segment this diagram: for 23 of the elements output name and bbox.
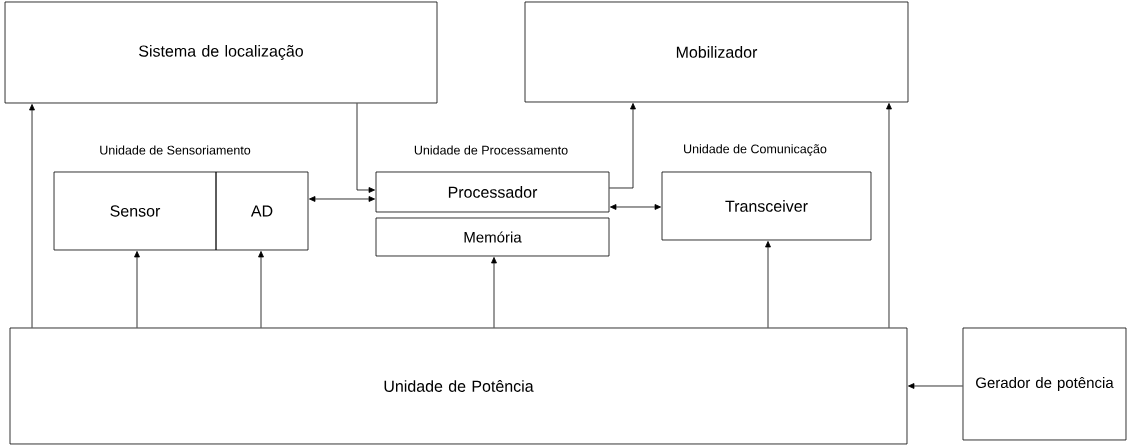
arrow — [765, 241, 771, 328]
arrow — [309, 196, 375, 202]
block-box: AD — [215, 171, 309, 251]
block-box: Unidade de Potência — [9, 327, 908, 445]
arrow — [886, 103, 892, 328]
block-box: Processador — [375, 171, 610, 213]
unit-heading: Unidade de Processamento — [414, 145, 568, 155]
block-box: Memória — [375, 217, 610, 257]
arrow — [258, 251, 264, 328]
unit-heading: Unidade de Comunicação — [684, 144, 827, 156]
block-box: Gerador de potência — [962, 327, 1127, 441]
arrow — [610, 204, 661, 210]
arrow — [29, 104, 35, 328]
arrow — [908, 383, 963, 389]
arrow — [356, 103, 375, 193]
unit-heading: Unidade de Sensoriamento — [100, 145, 251, 155]
arrow — [609, 103, 636, 189]
block-box: Sistema de localização — [4, 1, 438, 104]
arrow — [491, 257, 497, 328]
block-box: Transceiver — [661, 171, 872, 241]
block-box: Mobilizador — [524, 1, 909, 103]
block-box: Sensor — [53, 171, 217, 251]
arrow — [134, 251, 140, 328]
